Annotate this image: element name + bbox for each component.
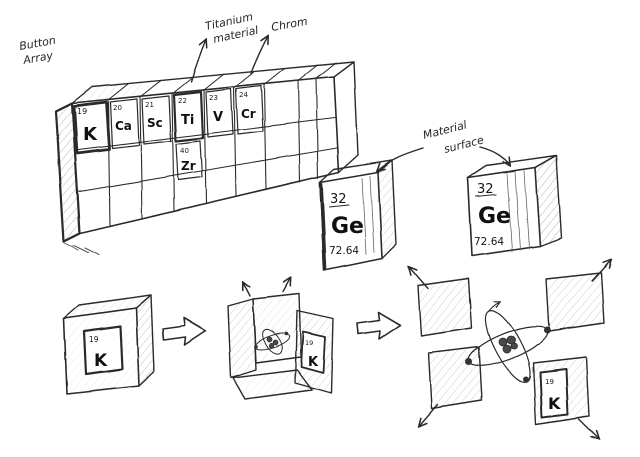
element-symbol-sc: Sc	[147, 116, 163, 130]
array-shadow-scribbles	[63, 241, 100, 256]
element-number-sc: 21	[145, 101, 154, 109]
element-symbol-zr: Zr	[181, 159, 196, 173]
opened-bottom-flap	[232, 369, 313, 400]
material-surface-arrow-left	[377, 147, 424, 171]
button-array-label-line1: Button	[18, 34, 57, 53]
exploded-panel-bottom-left	[428, 346, 483, 409]
ge-left-number: 32	[330, 192, 347, 207]
opened-k-symbol: K	[308, 355, 319, 370]
top-annotation-arrows	[190, 36, 268, 83]
button-array-sketch	[54, 61, 359, 256]
tile-border-v	[205, 88, 234, 138]
flow-arrow-1-icon	[162, 317, 207, 346]
ge-right-number-underline	[475, 194, 497, 198]
exploded-k-number: 19	[545, 378, 554, 386]
opened-k-tile	[300, 331, 326, 374]
exploded-arrow-bottom-left	[419, 403, 439, 426]
k-cube-sketch	[63, 294, 155, 395]
tile-border-ca	[109, 98, 140, 149]
tile-border-ti	[172, 90, 205, 143]
flow-arrow-2-icon	[356, 311, 401, 340]
element-number-ti: 22	[178, 97, 187, 105]
exploded-panel-top-right	[545, 272, 605, 332]
titanium-arrow	[190, 40, 206, 83]
element-number-ca: 20	[113, 104, 122, 112]
element-symbol-v: V	[213, 110, 223, 125]
k-cube-symbol: K	[94, 351, 108, 371]
ge-left-number-underline	[328, 204, 350, 208]
material-surface-arrows	[377, 146, 510, 171]
exploded-arrow-top-right	[591, 260, 611, 282]
ge-cube-right-sketch	[467, 155, 562, 257]
ge-left-scribbles	[361, 175, 375, 255]
element-number-v: 23	[209, 94, 218, 102]
opened-cube-sketch	[227, 278, 334, 400]
material-surface-arrow-right	[479, 146, 510, 166]
exploded-k-tile	[539, 368, 569, 418]
exploded-k-symbol: K	[548, 394, 561, 413]
ge-right-number: 32	[477, 182, 494, 197]
element-symbol-ti: Ti	[181, 113, 194, 128]
k-cube-tile	[82, 324, 124, 376]
small-atom-icon	[254, 329, 290, 355]
array-grid-lines	[73, 62, 338, 226]
ge-left-symbol: Ge	[331, 214, 364, 239]
element-number-k: 19	[77, 107, 87, 116]
exploded-panel-top-left	[417, 278, 473, 337]
opened-arrow-left	[243, 282, 251, 297]
ge-right-symbol: Ge	[478, 204, 511, 229]
ink-layer	[54, 36, 611, 439]
ge-right-side-face	[534, 155, 562, 247]
opened-back-panel	[252, 293, 302, 364]
tile-border-k	[72, 100, 111, 155]
tile-border-sc	[141, 95, 172, 145]
element-number-cr: 24	[239, 91, 248, 99]
k-cube-side-face	[135, 294, 155, 387]
ge-left-thick-edge	[319, 182, 327, 270]
exploded-cube-sketch	[409, 260, 611, 439]
material-surface-label-line2: surface	[443, 133, 486, 156]
ge-left-side-face	[377, 159, 397, 259]
tile-border-zr	[175, 140, 203, 181]
ge-cube-left-sketch	[319, 159, 397, 271]
element-symbol-ca: Ca	[115, 119, 132, 133]
orbit-arrow	[488, 302, 500, 312]
tile-border-cr	[235, 85, 264, 135]
array-top-shading	[72, 81, 150, 103]
exploded-arrow-top-left	[409, 267, 429, 290]
chrom-arrow	[250, 36, 268, 74]
element-symbol-cr: Cr	[241, 107, 256, 121]
opened-arrow-right	[282, 278, 291, 293]
atom-icon	[465, 302, 551, 383]
button-array-label-line2: Array	[21, 49, 54, 67]
opened-left-panel	[227, 298, 257, 379]
element-symbol-k: K	[83, 124, 98, 145]
ge-right-scribbles	[506, 170, 530, 253]
array-right-end-face	[333, 61, 359, 173]
ge-right-mass: 72.64	[474, 236, 504, 248]
chrom-label: Chrom	[270, 15, 308, 34]
exploded-arrow-bottom-right	[578, 418, 599, 439]
k-cube-number: 19	[89, 335, 99, 344]
ge-left-mass: 72.64	[329, 245, 359, 257]
opened-k-number: 19	[305, 339, 313, 347]
element-number-zr: 40	[180, 147, 189, 155]
